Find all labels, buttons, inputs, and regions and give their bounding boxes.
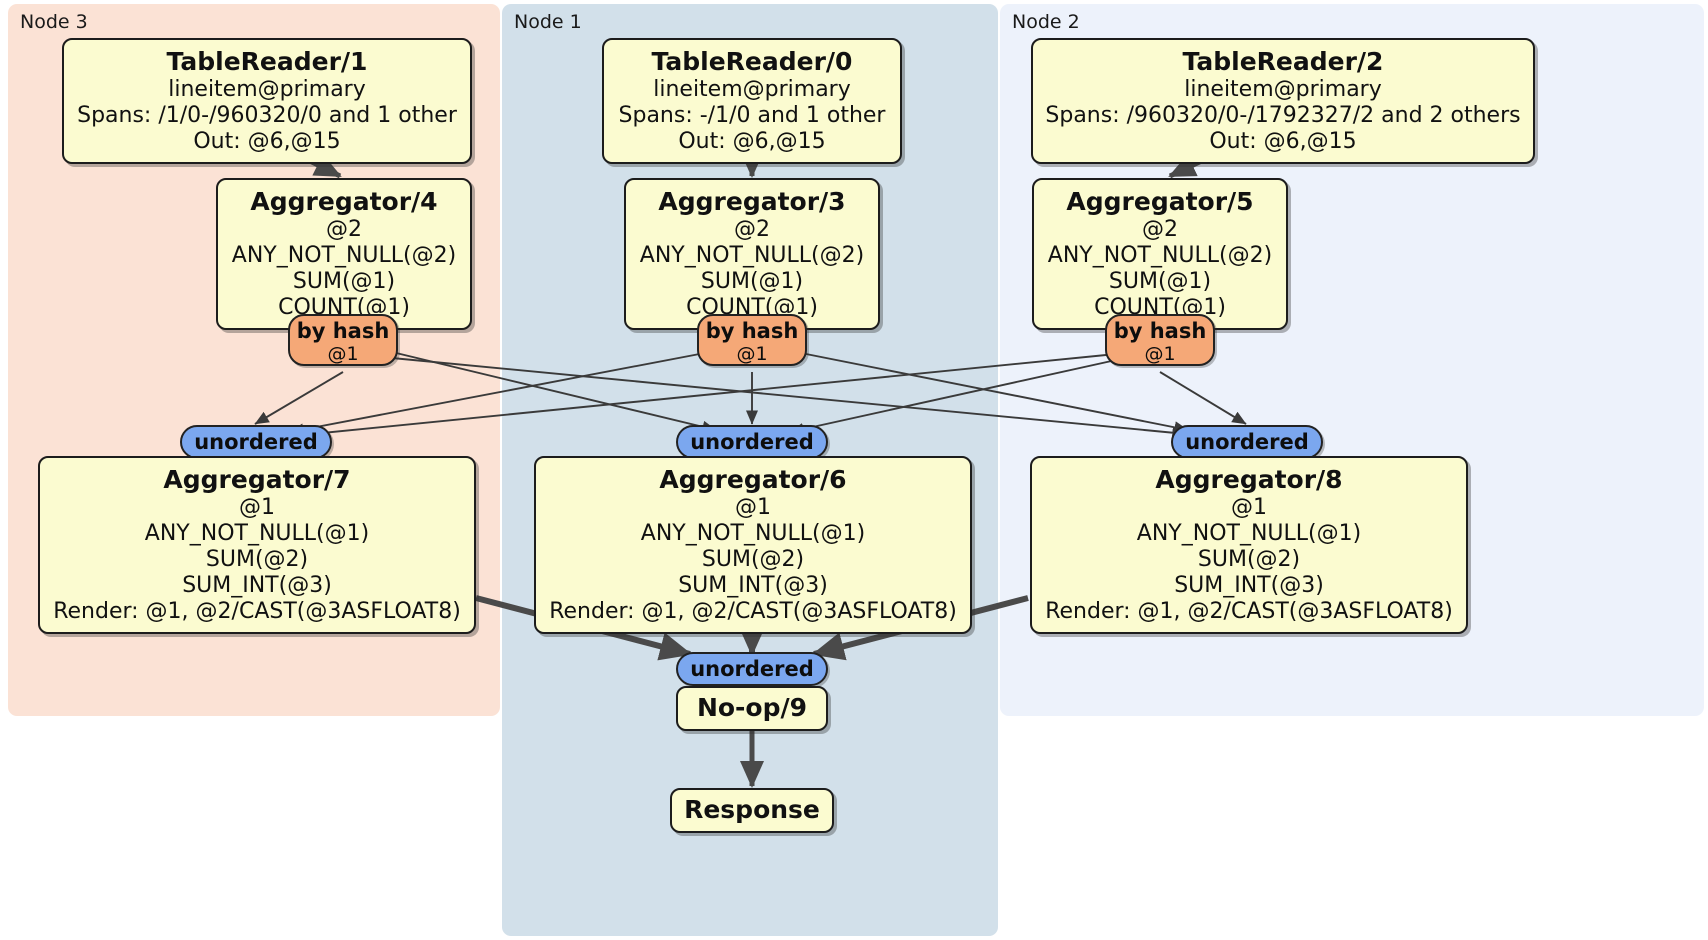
processor-line: Render: @1, @2/CAST(@3ASFLOAT8) xyxy=(53,599,461,624)
processor-line: @1 xyxy=(1231,495,1267,520)
badge-unordered-left[interactable]: unordered xyxy=(180,425,332,459)
badge-label: unordered xyxy=(1185,430,1309,454)
processor-title: Aggregator/4 xyxy=(250,187,438,216)
node-panel-label-node1: Node 1 xyxy=(514,11,582,33)
processor-table-reader-0[interactable]: TableReader/0 lineitem@primary Spans: -/… xyxy=(602,38,902,164)
processor-line: lineitem@primary xyxy=(168,77,366,102)
processor-line: SUM(@2) xyxy=(205,547,309,572)
badge-sublabel: @1 xyxy=(327,343,359,365)
processor-table-reader-1[interactable]: TableReader/1 lineitem@primary Spans: /1… xyxy=(62,38,472,164)
processor-line: ANY_NOT_NULL(@2) xyxy=(231,243,457,268)
processor-title: Aggregator/3 xyxy=(658,187,846,216)
processor-line: Out: @6,@15 xyxy=(193,129,341,154)
badge-unordered-center[interactable]: unordered xyxy=(676,425,828,459)
badge-label: unordered xyxy=(690,657,814,681)
badge-unordered-final[interactable]: unordered xyxy=(676,652,828,686)
processor-aggregator-4[interactable]: Aggregator/4 @2 ANY_NOT_NULL(@2) SUM(@1)… xyxy=(216,178,472,330)
processor-title: TableReader/1 xyxy=(166,47,368,76)
processor-response[interactable]: Response xyxy=(670,788,834,833)
processor-line: SUM(@1) xyxy=(1108,269,1212,294)
processor-line: ANY_NOT_NULL(@2) xyxy=(639,243,865,268)
processor-line: SUM(@2) xyxy=(701,547,805,572)
processor-title: TableReader/2 xyxy=(1182,47,1384,76)
badge-sublabel: @1 xyxy=(1144,343,1176,365)
badge-by-hash-left[interactable]: by hash @1 xyxy=(288,314,398,366)
badge-by-hash-center[interactable]: by hash @1 xyxy=(697,314,807,366)
processor-title: Aggregator/7 xyxy=(163,465,351,494)
processor-line: lineitem@primary xyxy=(1184,77,1382,102)
processor-table-reader-2[interactable]: TableReader/2 lineitem@primary Spans: /9… xyxy=(1031,38,1535,164)
processor-line: Render: @1, @2/CAST(@3ASFLOAT8) xyxy=(1045,599,1453,624)
processor-aggregator-3[interactable]: Aggregator/3 @2 ANY_NOT_NULL(@2) SUM(@1)… xyxy=(624,178,880,330)
processor-title: Response xyxy=(684,795,820,824)
processor-line: SUM(@2) xyxy=(1197,547,1301,572)
node-panel-label-node3: Node 3 xyxy=(20,11,88,33)
badge-unordered-right[interactable]: unordered xyxy=(1171,425,1323,459)
badge-sublabel: @1 xyxy=(736,343,768,365)
processor-line: ANY_NOT_NULL(@2) xyxy=(1047,243,1273,268)
processor-line: lineitem@primary xyxy=(653,77,851,102)
processor-line: SUM(@1) xyxy=(700,269,804,294)
processor-line: ANY_NOT_NULL(@1) xyxy=(1136,521,1362,546)
processor-line: ANY_NOT_NULL(@1) xyxy=(144,521,370,546)
processor-title: Aggregator/5 xyxy=(1066,187,1254,216)
processor-title: TableReader/0 xyxy=(651,47,853,76)
processor-line: Out: @6,@15 xyxy=(1209,129,1357,154)
processor-title: Aggregator/8 xyxy=(1155,465,1343,494)
processor-line: @2 xyxy=(326,217,362,242)
node-panel-label-node2: Node 2 xyxy=(1012,11,1080,33)
processor-line: @2 xyxy=(1142,217,1178,242)
processor-line: Out: @6,@15 xyxy=(678,129,826,154)
badge-label: by hash xyxy=(1113,319,1207,343)
processor-line: Spans: -/1/0 and 1 other xyxy=(618,103,886,128)
badge-label: unordered xyxy=(194,430,318,454)
processor-line: @1 xyxy=(239,495,275,520)
processor-line: SUM(@1) xyxy=(292,269,396,294)
processor-line: @2 xyxy=(734,217,770,242)
processor-noop-9[interactable]: No-op/9 xyxy=(676,686,828,731)
processor-line: Spans: /1/0-/960320/0 and 1 other xyxy=(77,103,457,128)
processor-line: Render: @1, @2/CAST(@3ASFLOAT8) xyxy=(549,599,957,624)
badge-by-hash-right[interactable]: by hash @1 xyxy=(1105,314,1215,366)
badge-label: by hash xyxy=(296,319,390,343)
processor-title: No-op/9 xyxy=(696,693,808,722)
processor-aggregator-5[interactable]: Aggregator/5 @2 ANY_NOT_NULL(@2) SUM(@1)… xyxy=(1032,178,1288,330)
processor-line: @1 xyxy=(735,495,771,520)
badge-label: unordered xyxy=(690,430,814,454)
processor-line: SUM_INT(@3) xyxy=(678,573,828,598)
processor-aggregator-8[interactable]: Aggregator/8 @1 ANY_NOT_NULL(@1) SUM(@2)… xyxy=(1030,456,1468,634)
processor-title: Aggregator/6 xyxy=(659,465,847,494)
processor-aggregator-7[interactable]: Aggregator/7 @1 ANY_NOT_NULL(@1) SUM(@2)… xyxy=(38,456,476,634)
processor-aggregator-6[interactable]: Aggregator/6 @1 ANY_NOT_NULL(@1) SUM(@2)… xyxy=(534,456,972,634)
processor-line: Spans: /960320/0-/1792327/2 and 2 others xyxy=(1045,103,1521,128)
processor-line: SUM_INT(@3) xyxy=(182,573,332,598)
processor-line: SUM_INT(@3) xyxy=(1174,573,1324,598)
badge-label: by hash xyxy=(705,319,799,343)
processor-line: ANY_NOT_NULL(@1) xyxy=(640,521,866,546)
